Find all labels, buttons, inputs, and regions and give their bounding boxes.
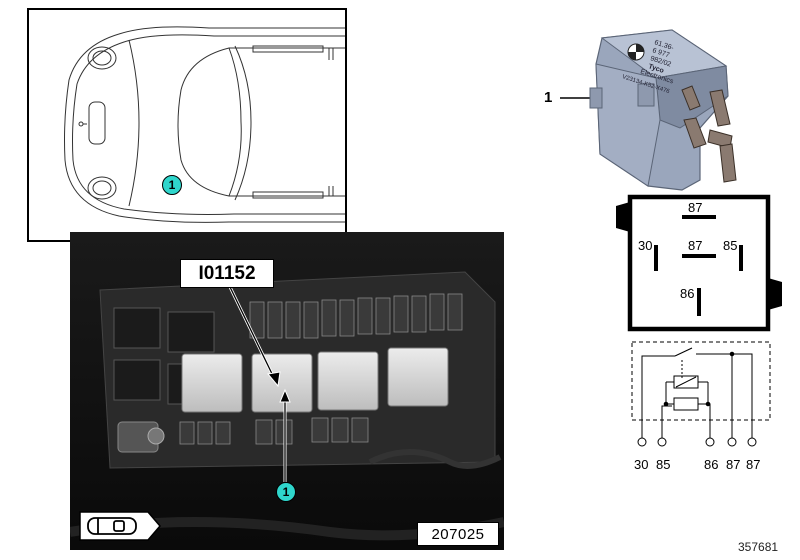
- pin-87-top: [682, 215, 716, 219]
- relay-picture: 61.36- 6 977 982/02 Tyco Electronics V23…: [560, 29, 737, 191]
- pin-30: [654, 245, 658, 271]
- pin-label: 87: [688, 200, 702, 215]
- pin-label: 30: [638, 238, 652, 253]
- photo-reference-number: 207025: [417, 522, 499, 546]
- callout-1-photo: 1: [276, 482, 296, 502]
- pin-86: [697, 288, 701, 316]
- terminal-label: 30: [634, 457, 648, 472]
- pin-label: 85: [723, 238, 737, 253]
- terminal-label: 85: [656, 457, 670, 472]
- relay-text-line: Tyco: [647, 63, 664, 75]
- relay-schematic: 30 85 86 87 87: [631, 341, 771, 472]
- car-location-inset: 1: [27, 8, 347, 242]
- pin-85: [739, 245, 743, 271]
- pin-87-center: [682, 254, 716, 258]
- fuse-box-photo: I01152 1 207025: [70, 232, 504, 550]
- terminal-label: 87: [746, 457, 760, 472]
- callout-1-car: 1: [162, 175, 182, 195]
- terminal-label: 86: [704, 457, 718, 472]
- part-label-box: I01152: [180, 259, 274, 288]
- pin-label: 87: [688, 238, 702, 253]
- car-outline-drawing: [64, 26, 345, 223]
- terminal-label: 87: [726, 457, 740, 472]
- relay-position-label: 1: [544, 89, 553, 106]
- pin-layout-diagram: 87 30 87 85 86: [616, 194, 782, 332]
- document-id: 357681: [738, 540, 779, 554]
- pin-label: 86: [680, 286, 694, 301]
- fuse-box-illustration: [70, 232, 504, 550]
